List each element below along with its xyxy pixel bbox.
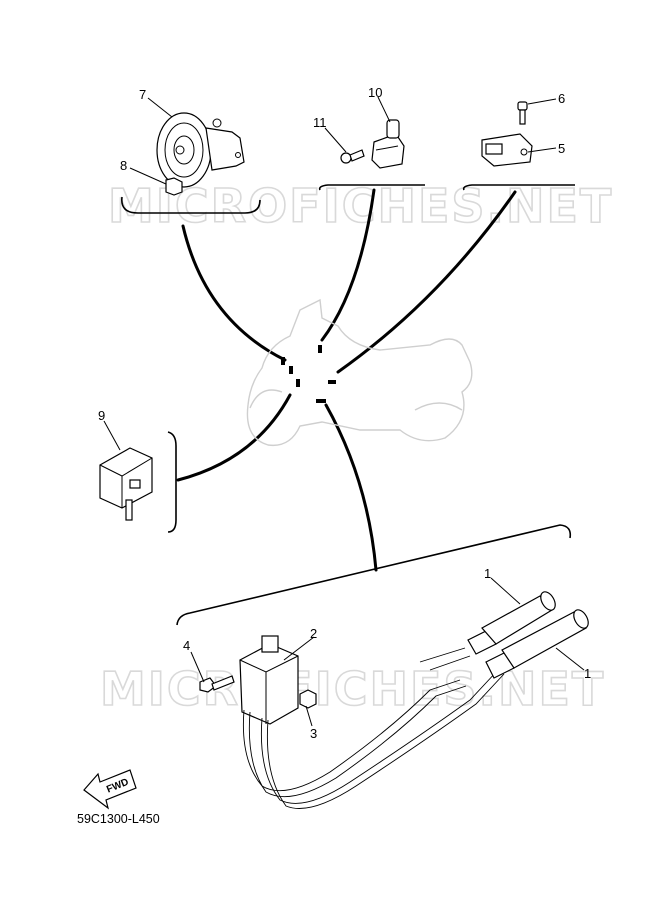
sensor: [371, 119, 405, 169]
connector-line-relay: [176, 393, 292, 482]
sensor2-group-frame: [462, 184, 575, 191]
plug-cap-lower: [485, 609, 589, 679]
watermark-bottom: MICROFICHES.NET: [100, 662, 605, 716]
ignition-group-frame: [176, 524, 572, 626]
horn: [156, 112, 245, 188]
relay: [99, 447, 153, 521]
high-tension-leads: [242, 647, 505, 809]
coil-nut: [299, 689, 317, 709]
relay-group-frame: [167, 431, 177, 533]
plug-cap-upper: [467, 591, 556, 655]
connector-line-sensor2: [336, 190, 517, 374]
callout-5: 5: [558, 141, 565, 156]
drawing-code: 59C1300-L450: [77, 812, 160, 826]
leader-lines: [103, 96, 585, 727]
callout-1-upper: 1: [484, 566, 491, 581]
callout-4: 4: [183, 638, 190, 653]
sensor-group-frame: [318, 184, 425, 191]
sensor-bolt: [340, 149, 365, 164]
sensor-2-bolt: [517, 101, 528, 125]
sensor-2: [481, 133, 533, 167]
callout-9: 9: [98, 408, 105, 423]
callout-10: 10: [368, 85, 382, 100]
horn-group-frame: [121, 196, 261, 214]
callout-1-lower: 1: [584, 666, 591, 681]
motorcycle-silhouette: [246, 298, 473, 447]
callout-3: 3: [310, 726, 317, 741]
ignition-coil: [239, 635, 299, 725]
callout-8: 8: [120, 158, 127, 173]
watermark-top: MICROFICHES.NET: [108, 179, 613, 233]
callout-6: 6: [558, 91, 565, 106]
callout-11: 11: [313, 115, 327, 130]
connector-line-horn: [181, 224, 287, 362]
fwd-arrow-icon: FWD: [83, 769, 137, 810]
connector-line-coil: [324, 403, 378, 572]
location-marks: [281, 345, 336, 403]
callout-7: 7: [139, 87, 146, 102]
connector-line-sensor: [320, 188, 376, 342]
horn-nut: [165, 177, 183, 196]
callout-2: 2: [310, 626, 317, 641]
